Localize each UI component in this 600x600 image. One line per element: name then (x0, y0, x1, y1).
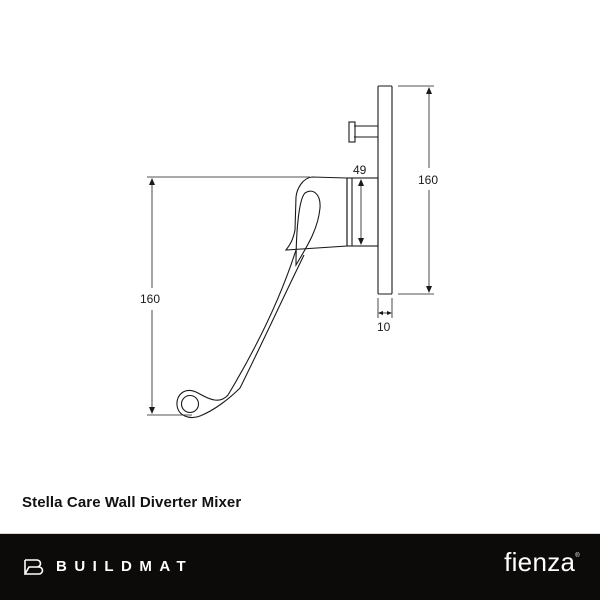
buildmat-logo: BUILDMAT (24, 558, 193, 575)
lever-loop (180, 394, 200, 414)
lever-hub (284, 176, 348, 251)
diverter-knob (348, 121, 356, 143)
fienza-wordmark: fienza (504, 547, 576, 577)
plate-thickness-label: 10 (377, 320, 391, 334)
wall-plate (377, 85, 393, 295)
lever-height-label: 160 (140, 292, 161, 306)
technical-drawing: 160 160 49 10 (140, 85, 439, 419)
registered-mark: ® (575, 553, 580, 559)
buildmat-b-icon (24, 558, 44, 575)
footer-divider (0, 533, 600, 534)
body-depth-label: 49 (353, 163, 367, 177)
fienza-logo: fienza® (504, 547, 580, 578)
plate-height-label: 160 (418, 173, 439, 187)
footer-bar: BUILDMAT fienza® (0, 534, 600, 600)
mixer-line-drawing (147, 85, 434, 419)
product-title: Stella Care Wall Diverter Mixer (22, 494, 242, 511)
buildmat-wordmark: BUILDMAT (56, 558, 194, 575)
